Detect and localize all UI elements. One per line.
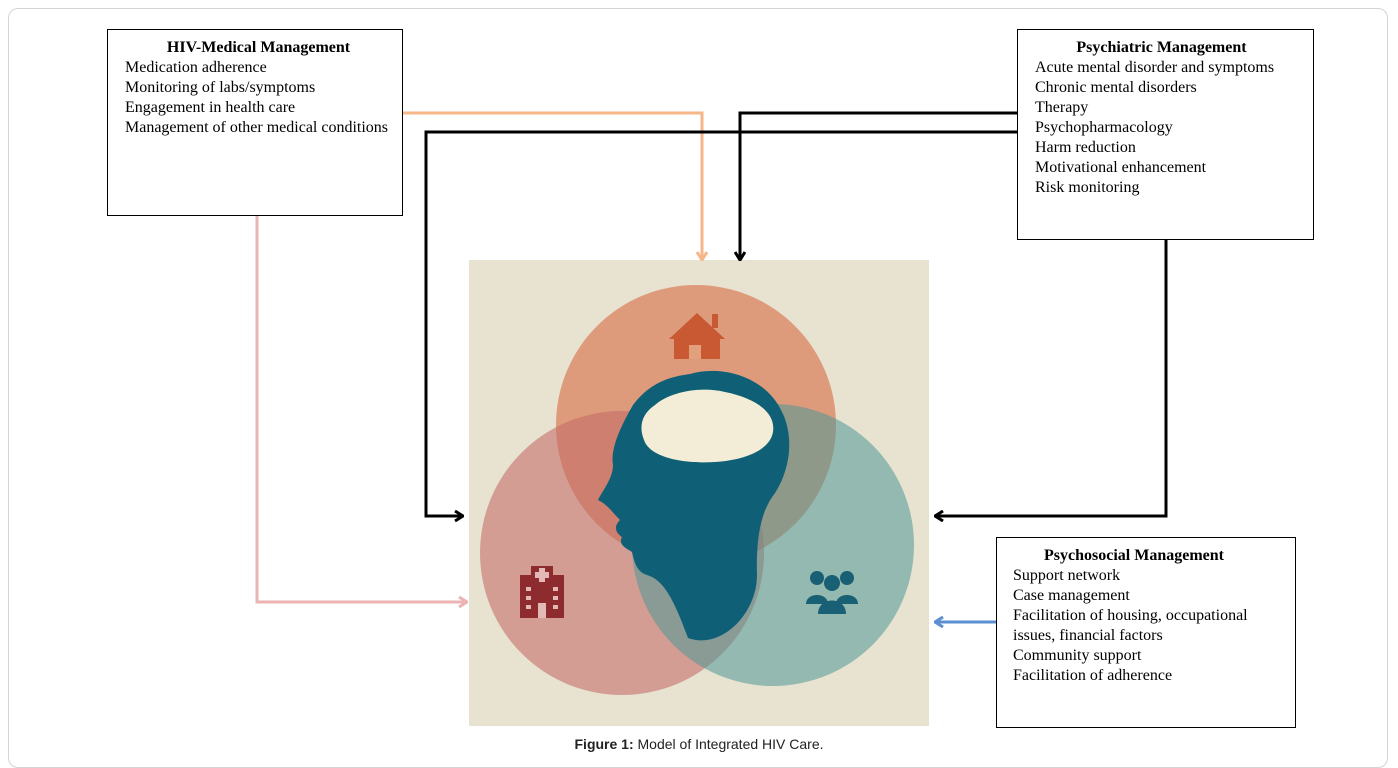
box-item: Medication adherence: [125, 59, 267, 76]
box-item: Case management: [1013, 587, 1130, 604]
box-item: Facilitation of adherence: [1013, 667, 1173, 684]
arrow-psychiatric-to-top: [740, 111, 1017, 260]
box-item: Monitoring of labs/symptoms: [125, 79, 316, 96]
box-item: Management of other medical conditions: [125, 119, 389, 136]
caption-label: Figure 1:: [574, 736, 634, 752]
head-with-brain-icon: [598, 370, 790, 641]
arrow-psychiatric-to-left: [424, 130, 1017, 516]
caption-text: Model of Integrated HIV Care.: [633, 736, 824, 752]
arrow-medical-to-housing: [403, 111, 702, 260]
people-group-icon: [806, 571, 858, 614]
arrow-medical-to-hospital: [255, 216, 467, 602]
box-item: Harm reduction: [1035, 139, 1136, 156]
box-title: Psychiatric Management: [1076, 39, 1247, 56]
box-item: Psychopharmacology: [1035, 119, 1173, 136]
box-item: Chronic mental disorders: [1035, 79, 1197, 96]
arrow-psychiatric-to-right: [935, 240, 1168, 516]
box-item: Engagement in health care: [125, 99, 296, 116]
box-item: Therapy: [1035, 99, 1089, 116]
psychosocial-management-box: Psychosocial Management Support network …: [996, 537, 1296, 728]
box-item: Motivational enhancement: [1035, 159, 1207, 176]
house-icon: [669, 313, 725, 359]
box-title: Psychosocial Management: [1044, 547, 1224, 564]
hospital-icon: [520, 566, 564, 618]
box-item: Facilitation of housing, occupational is…: [1013, 607, 1248, 644]
box-item: Risk monitoring: [1035, 179, 1140, 196]
box-item: Support network: [1013, 567, 1121, 584]
hiv-medical-management-box: HIV-Medical Management Medication adhere…: [107, 29, 403, 216]
figure-caption: Figure 1: Model of Integrated HIV Care.: [0, 736, 1398, 752]
box-item: Acute mental disorder and symptoms: [1035, 59, 1275, 76]
box-item: Community support: [1013, 647, 1142, 664]
box-title: HIV-Medical Management: [166, 39, 351, 56]
psychiatric-management-box: Psychiatric Management Acute mental diso…: [1017, 29, 1314, 240]
